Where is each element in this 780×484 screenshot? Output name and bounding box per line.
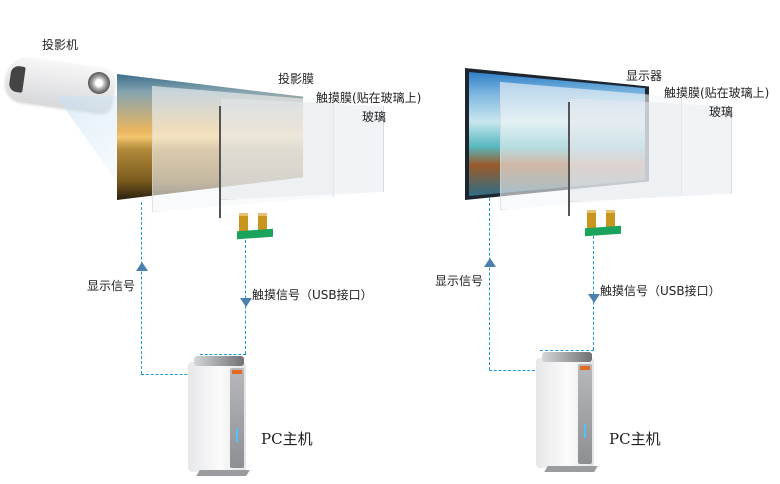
projector-icon xyxy=(3,54,117,114)
touch-signal-line xyxy=(593,236,594,350)
glass-label: 玻璃 xyxy=(362,110,387,124)
pc-label: PC主机 xyxy=(609,430,661,448)
display-signal-arrow-icon xyxy=(136,262,148,271)
display-signal-line xyxy=(489,198,490,370)
glass-panel xyxy=(568,98,732,202)
touch-signal-label: 触摸信号（USB接口） xyxy=(252,288,373,302)
touch-signal-label: 触摸信号（USB接口） xyxy=(600,284,721,298)
display-signal-arrow-icon xyxy=(484,258,496,267)
projection-film-label: 投影膜 xyxy=(278,72,315,86)
glass-label: 玻璃 xyxy=(709,105,734,119)
monitor-label: 显示器 xyxy=(626,69,663,83)
touch-signal-arrow-icon xyxy=(588,294,600,303)
touch-signal-line xyxy=(245,240,246,354)
projection-beam xyxy=(56,96,120,186)
display-signal-label: 显示信号 xyxy=(435,274,484,288)
glass-edge xyxy=(219,106,221,218)
pc-label: PC主机 xyxy=(261,430,313,448)
touch-film-label: 触摸膜(贴在玻璃上) xyxy=(664,86,770,100)
display-signal-line-h xyxy=(489,370,535,371)
touch-signal-line-h xyxy=(200,354,246,355)
display-signal-label: 显示信号 xyxy=(87,279,136,293)
glass-edge xyxy=(568,102,570,216)
touch-film-label: 触摸膜(贴在玻璃上) xyxy=(316,91,422,105)
glass-panel xyxy=(220,98,384,200)
projector-label: 投影机 xyxy=(42,38,79,52)
display-signal-line-h xyxy=(141,374,197,375)
display-signal-line xyxy=(141,202,142,374)
touch-signal-arrow-icon xyxy=(240,298,252,307)
touch-signal-line-h xyxy=(540,350,594,351)
